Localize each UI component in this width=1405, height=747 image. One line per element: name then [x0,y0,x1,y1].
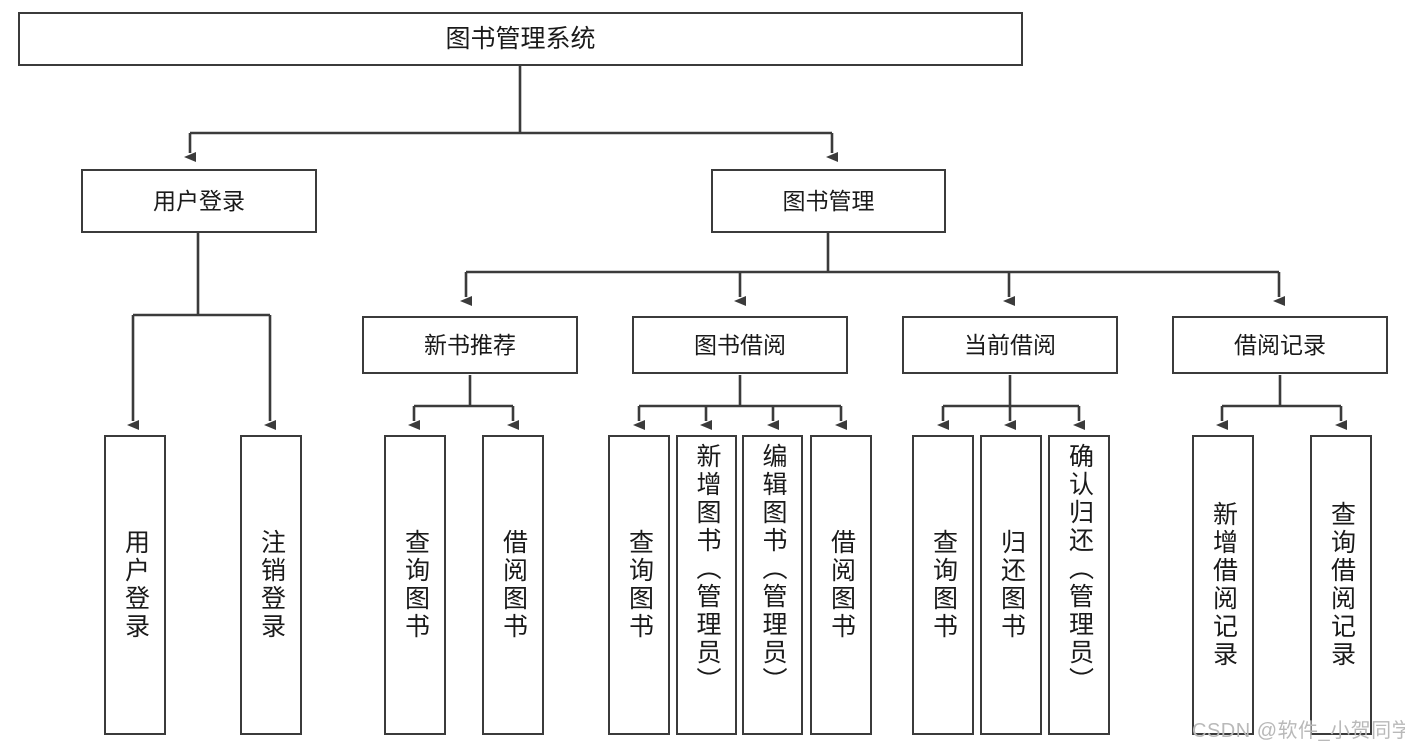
node-root-book-management-system[interactable]: 图书管理系统 [18,12,1023,66]
node-book-borrow[interactable]: 图书借阅 [632,316,848,374]
node-label: 查询图书 [929,529,958,641]
node-label: 查询借阅记录 [1327,501,1356,669]
node-user-login[interactable]: 用户登录 [81,169,317,233]
leaf-book-borrow-edit-book-admin[interactable]: 编辑图书（管理员） [742,435,803,735]
node-label: 图书管理 [782,187,875,214]
node-label: 图书借阅 [694,331,786,358]
node-label: 用户登录 [153,187,245,214]
node-label: 查询图书 [625,529,654,641]
node-new-book-recommend[interactable]: 新书推荐 [362,316,578,374]
node-label: 确认归还（管理员） [1065,443,1094,695]
node-label: 查询图书 [401,529,430,641]
leaf-borrow-record-add-record[interactable]: 新增借阅记录 [1192,435,1254,735]
leaf-new-book-borrow-book[interactable]: 借阅图书 [482,435,544,735]
node-label: 用户登录 [121,529,150,641]
node-label: 借阅图书 [499,529,528,641]
node-label: 借阅图书 [827,529,856,641]
leaf-current-borrow-confirm-return-admin[interactable]: 确认归还（管理员） [1048,435,1110,735]
leaf-current-borrow-query-book[interactable]: 查询图书 [912,435,974,735]
node-label: 新增图书（管理员） [693,443,721,695]
node-label: 图书管理系统 [445,24,596,53]
node-label: 注销登录 [257,529,286,641]
node-label: 归还图书 [997,529,1026,641]
leaf-book-borrow-add-book-admin[interactable]: 新增图书（管理员） [676,435,737,735]
leaf-book-borrow-query-book[interactable]: 查询图书 [608,435,670,735]
leaf-new-book-query-book[interactable]: 查询图书 [384,435,446,735]
node-label: 编辑图书（管理员） [759,443,787,695]
leaf-user-login-logout[interactable]: 注销登录 [240,435,302,735]
node-current-borrow[interactable]: 当前借阅 [902,316,1118,374]
csdn-watermark: CSDN @软件_小贺同学 [1192,720,1405,742]
leaf-current-borrow-return-book[interactable]: 归还图书 [980,435,1042,735]
node-label: 当前借阅 [964,331,1056,358]
node-label: 新书推荐 [424,331,516,358]
leaf-borrow-record-query-record[interactable]: 查询借阅记录 [1310,435,1372,735]
node-book-management[interactable]: 图书管理 [711,169,946,233]
node-borrow-record[interactable]: 借阅记录 [1172,316,1388,374]
node-label: 新增借阅记录 [1209,501,1238,669]
leaf-user-login-login[interactable]: 用户登录 [104,435,166,735]
leaf-book-borrow-borrow-book[interactable]: 借阅图书 [810,435,872,735]
node-label: 借阅记录 [1234,331,1326,358]
